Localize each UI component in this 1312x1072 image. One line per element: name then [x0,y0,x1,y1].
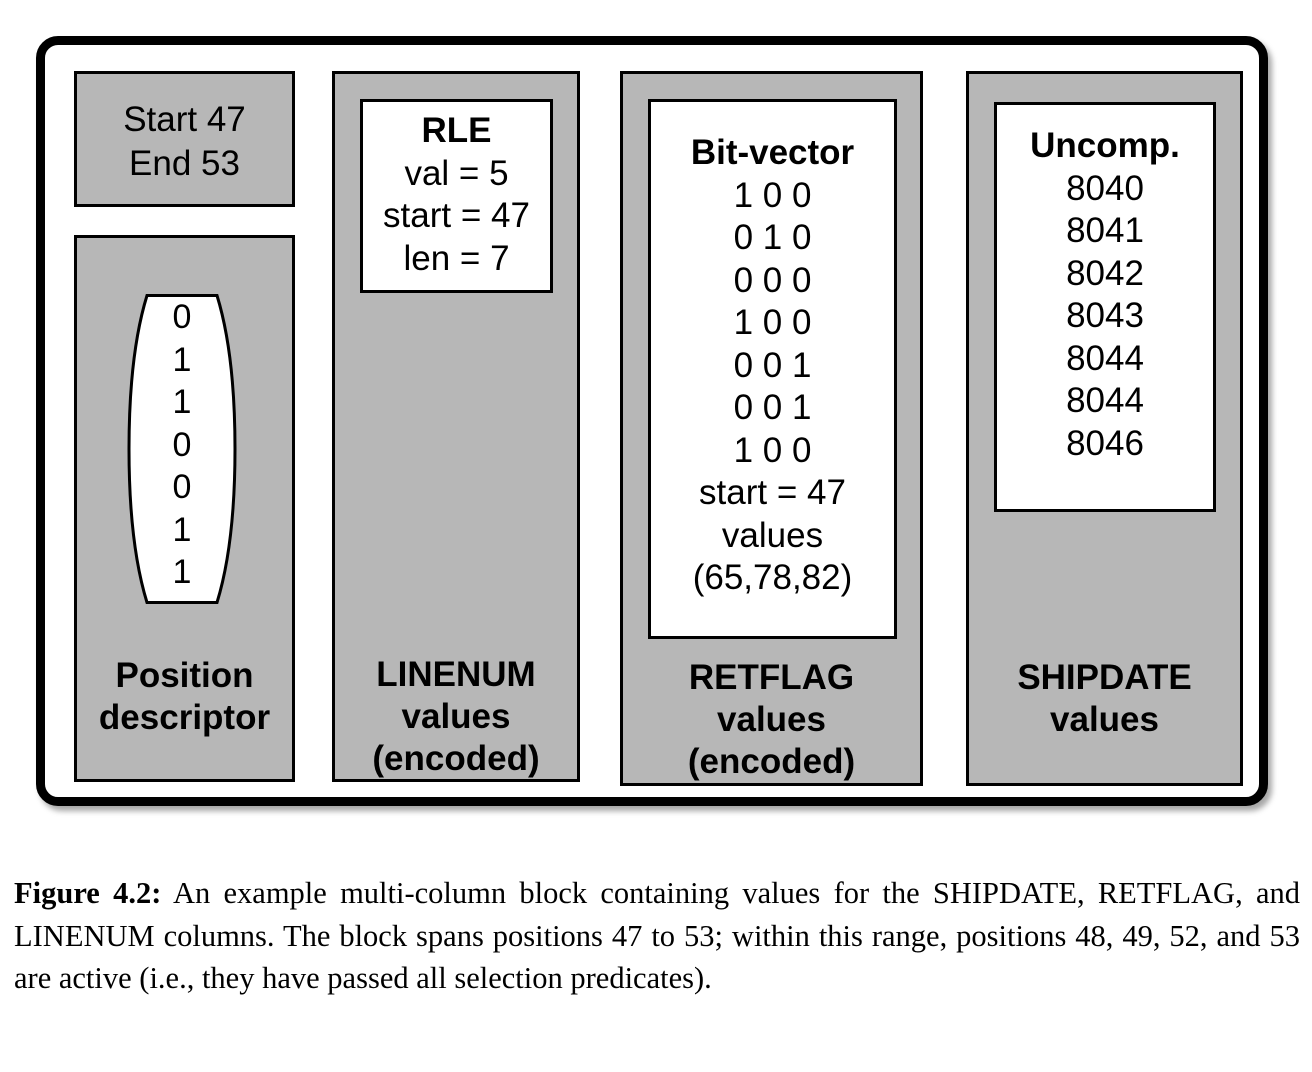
encoding-line: len = 7 [403,238,510,278]
encoding-line: 0 0 1 [733,345,812,385]
encoding-line: values [721,515,824,555]
label-line: values [401,697,511,736]
linenum-rle-box: RLE val = 5 start = 47 len = 7 [360,99,553,293]
bit-value: 0 [172,298,192,336]
bitmap-values: 0 1 1 0 0 1 1 [127,296,237,594]
label-line: Position [115,656,254,695]
encoding-line: 8044 [1066,338,1144,378]
encoding-line: start = 47 [699,473,846,512]
bitmap-capsule-shape [127,294,237,604]
retflag-label: RETFLAG values (encoded) [623,657,920,783]
encoding-line: val = 5 [404,153,509,193]
encoding-line: 1 0 0 [733,303,812,342]
encoding-line: 8046 [1066,423,1144,463]
encoding-line: 0 0 0 [733,260,812,300]
caption-text: An example multi-column block containing… [14,876,1300,995]
position-bitmap: 0 1 1 0 0 1 1 [127,294,237,604]
multi-column-block: Start 47 End 53 0 1 1 0 0 1 1 Position d… [36,36,1268,806]
bit-value: 1 [172,553,192,591]
bit-value: 0 [172,468,192,506]
position-descriptor-panel: 0 1 1 0 0 1 1 Position descriptor [74,235,295,782]
position-range-box: Start 47 End 53 [74,71,295,207]
encoding-line: start = 47 [383,196,530,235]
linenum-label: LINENUM values (encoded) [335,654,577,780]
encoding-line: (65,78,82) [692,558,853,597]
shipdate-uncompressed-box: Uncomp. 8040 8041 8042 8043 8044 8044 80… [994,102,1216,512]
caption-prefix: Figure 4.2: [14,876,162,910]
shipdate-label: SHIPDATE values [969,657,1240,741]
position-descriptor-label: Position descriptor [77,655,292,739]
position-range-text: Start 47 End 53 [77,74,292,186]
encoding-line: 8042 [1066,253,1144,293]
label-line: values [1050,700,1159,739]
encoding-line: 0 1 0 [733,218,812,257]
label-line: descriptor [98,698,271,737]
bit-value: 1 [172,383,192,421]
encoding-line: 0 0 1 [733,388,812,427]
encoding-line: 8040 [1066,168,1144,208]
encoding-title: Bit-vector [690,133,855,172]
label-line: LINENUM [376,655,536,694]
label-line: SHIPDATE [1017,658,1192,697]
label-line: values [717,700,826,739]
retflag-panel: Bit-vector 1 0 0 0 1 0 0 0 0 1 0 0 0 0 1… [620,71,923,786]
encoding-title: RLE [421,111,492,150]
label-line: RETFLAG [688,658,855,697]
retflag-bitvector-box: Bit-vector 1 0 0 0 1 0 0 0 0 1 0 0 0 0 1… [648,99,897,639]
bit-value: 1 [172,510,192,549]
label-line: (encoded) [372,739,540,778]
range-start: Start 47 [123,100,246,139]
linenum-panel: RLE val = 5 start = 47 len = 7 LINENUM v… [332,71,580,782]
shipdate-panel: Uncomp. 8040 8041 8042 8043 8044 8044 80… [966,71,1243,786]
bit-value: 0 [172,425,192,464]
encoding-line: 8043 [1066,296,1144,335]
range-end: End 53 [129,144,240,183]
encoding-line: 8041 [1066,211,1144,250]
label-line: (encoded) [687,742,856,781]
figure-caption: Figure 4.2: An example multi-column bloc… [14,872,1300,1000]
encoding-line: 8044 [1066,381,1144,420]
bit-value: 1 [172,340,192,379]
encoding-title: Uncomp. [1030,126,1180,165]
encoding-line: 1 0 0 [733,430,812,470]
encoding-line: 1 0 0 [733,175,812,215]
